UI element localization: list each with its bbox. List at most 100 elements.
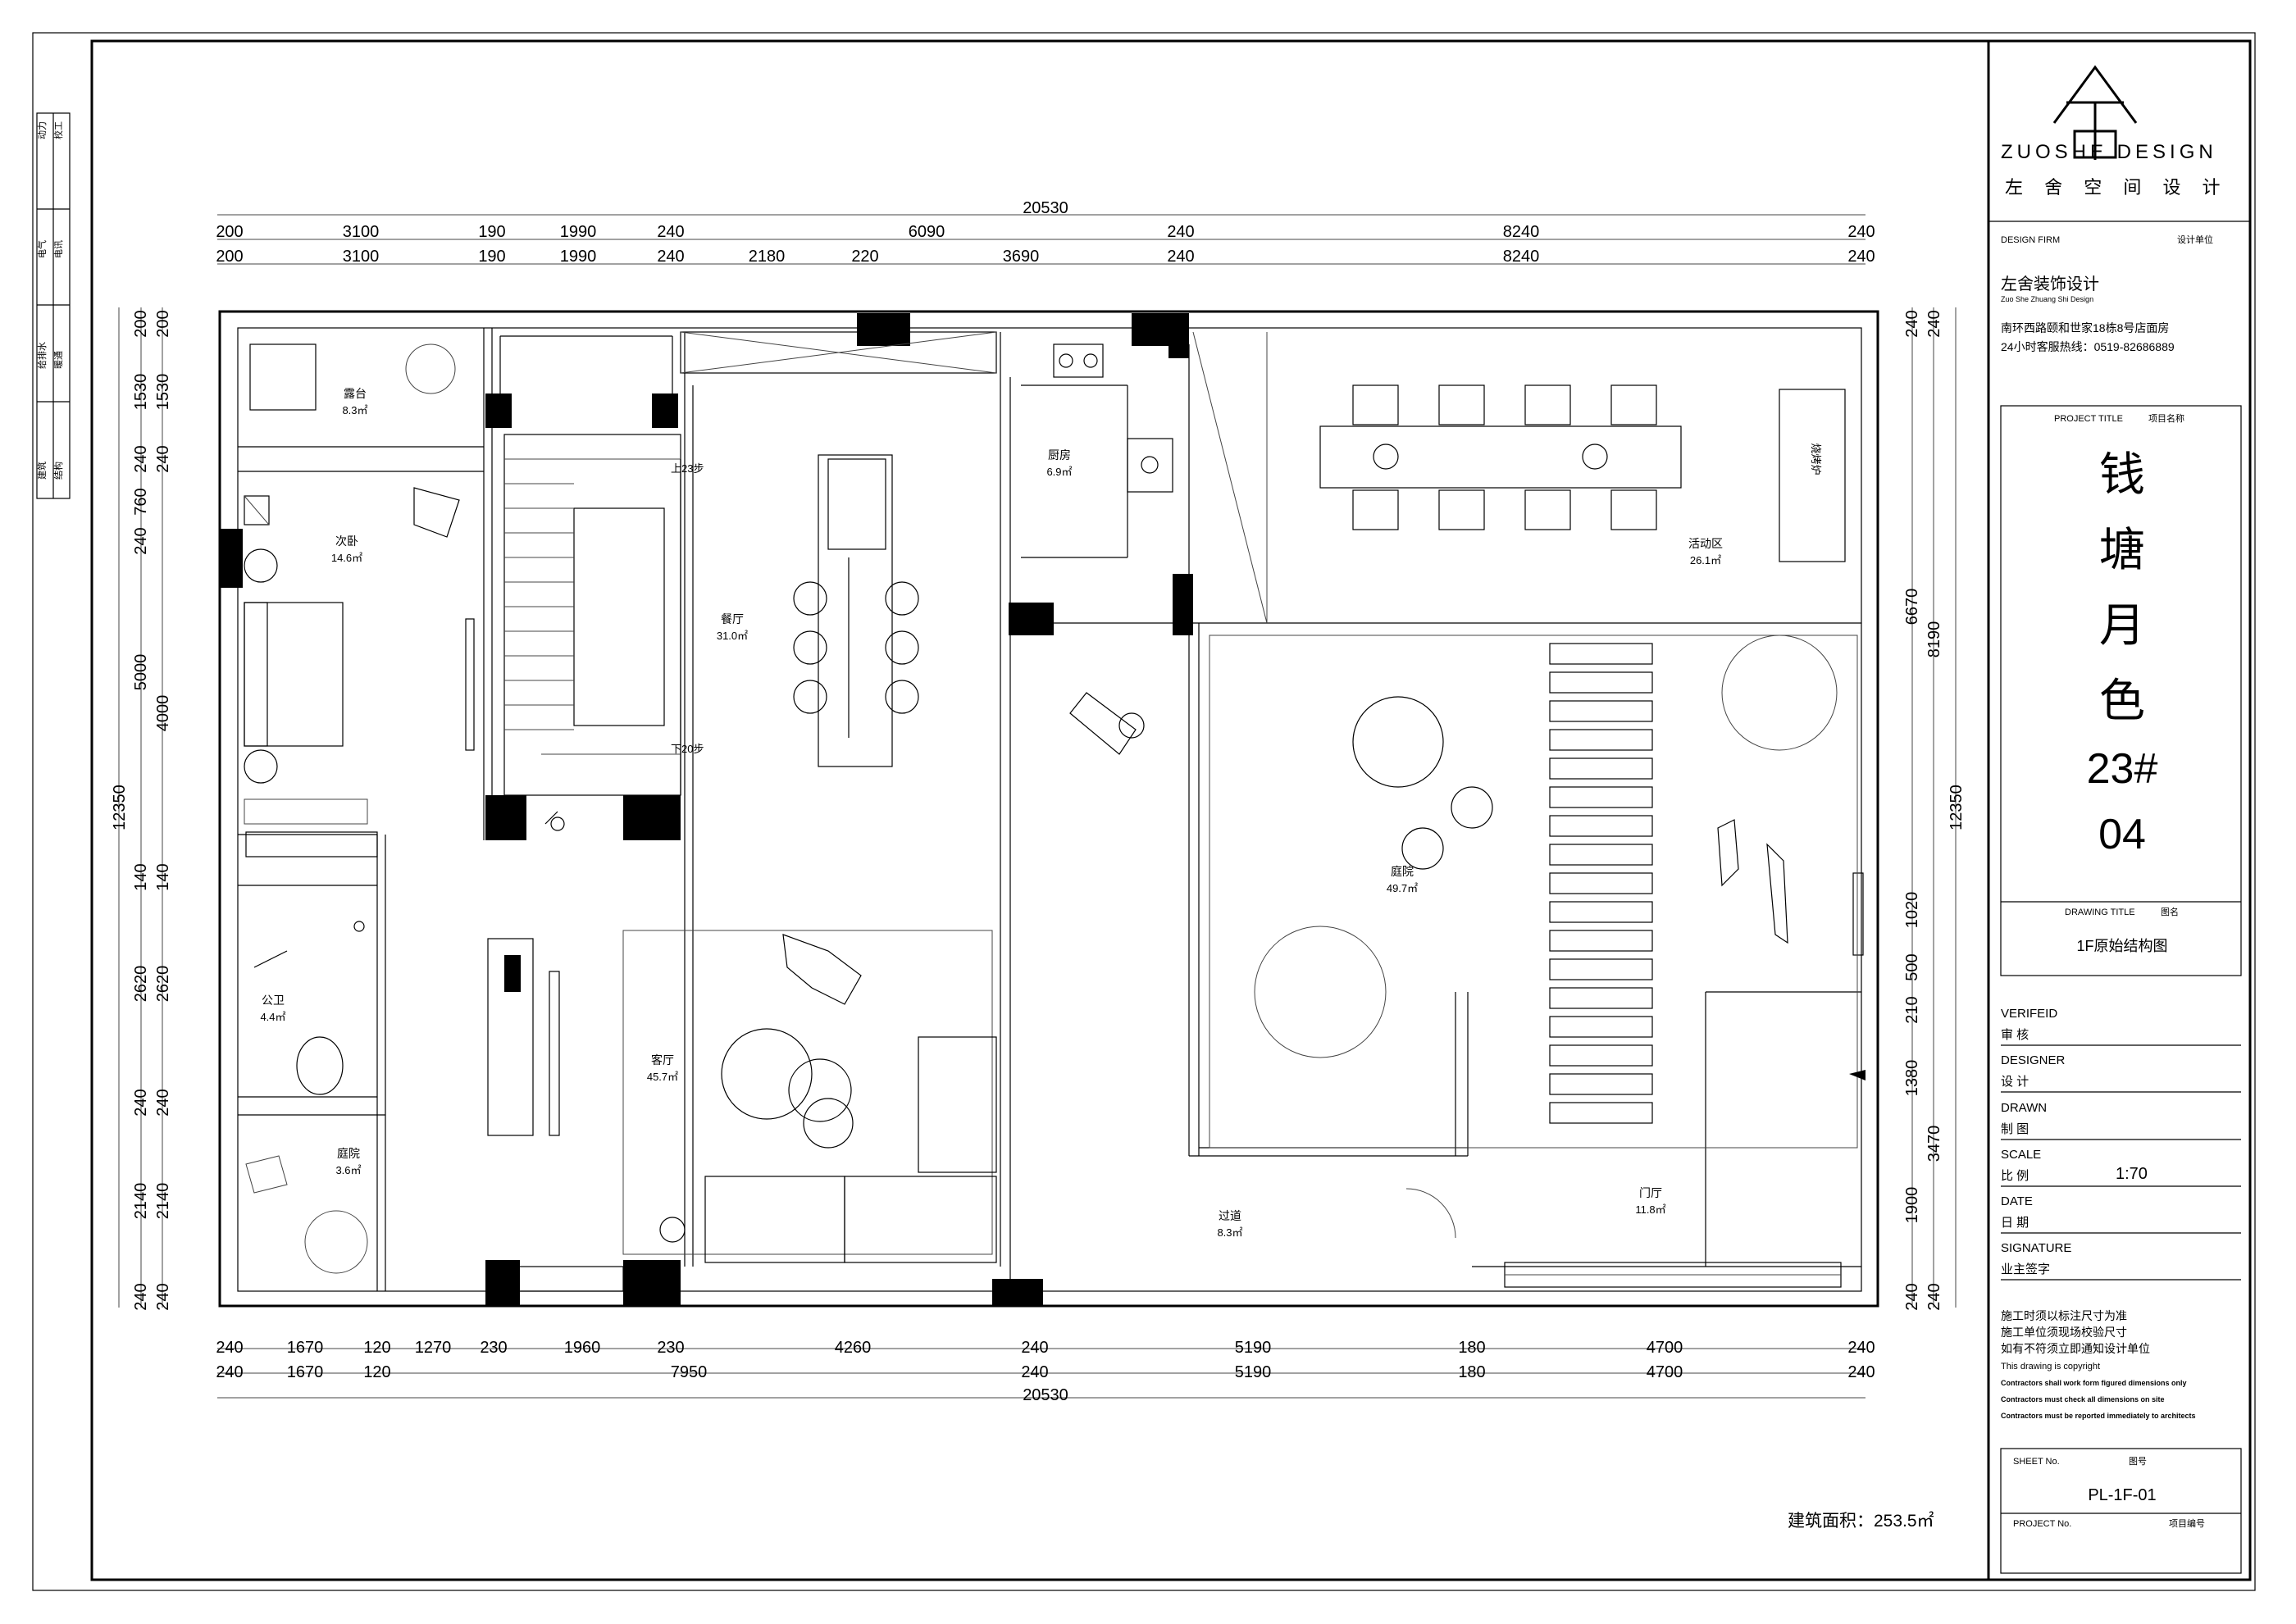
project-title-label: PROJECT TITLE [2054,414,2123,424]
room-area-second-bedroom: 14.6㎡ [331,552,362,564]
building-area: 建筑面积：253.5㎡ [1788,1511,1934,1531]
dim-bottom: 240 [1021,1339,1048,1357]
dim-bottom: 5190 [1235,1363,1272,1381]
dim-top: 3690 [1003,248,1040,266]
bbq-label: 烧烤炉 [1810,443,1822,475]
dim-bottom: 5190 [1235,1339,1272,1357]
dim-left: 1530 [132,374,150,411]
dim-bottom: 1960 [564,1339,601,1357]
dim-bottom: 180 [1458,1339,1485,1357]
dim-right: 6670 [1903,589,1921,625]
drawing-title-label: DRAWING TITLE [2065,908,2135,917]
note-line: Contractors must check all dimensions on… [2001,1395,2165,1403]
logo-cn: 左 舍 空 间 设 计 [2005,177,2229,198]
dim-left: 140 [132,863,150,890]
dim-top: 1990 [560,223,597,241]
dim-bottom: 1670 [287,1339,324,1357]
side-label: 动力 [37,121,48,139]
room-area-courtyard: 49.7㎡ [1387,882,1418,894]
firm-hotline: 24小时客服热线：0519-82686889 [2001,340,2175,353]
project-title-char: 塘 [2099,524,2145,575]
dim-bottom: 240 [216,1363,243,1381]
dim-left: 200 [132,310,150,337]
dim-bottom: 180 [1458,1363,1485,1381]
designer-label-cn: 设 计 [2001,1075,2029,1089]
dim-right: 8190 [1925,621,1943,658]
dim-top-total: 20530 [1023,199,1068,217]
sheet-no-label-cn: 图号 [2129,1456,2147,1467]
signature-label-cn: 业主签字 [2001,1262,2050,1276]
scale-value: 1:70 [2116,1165,2148,1183]
design-firm-label: DESIGN FIRM [2001,235,2060,245]
note-line: 施工时须以标注尺寸为准 [2001,1309,2127,1322]
dim-bottom: 1270 [415,1339,452,1357]
drawing-frame [90,39,2252,1581]
dim-left: 4000 [154,695,172,732]
small-courtyard-planting [245,1155,368,1274]
room-area-activity: 26.1㎡ [1690,554,1721,566]
dim-left: 2140 [132,1183,150,1220]
dim-left: 760 [132,488,150,515]
stair-up-label: 上23步 [671,462,704,475]
room-label-living: 客厅 [651,1053,674,1067]
room-label-activity: 活动区 [1688,537,1723,550]
note-line: Contractors shall work form figured dime… [2001,1379,2187,1387]
dimension-texts: 20530 200 3100 190 1990 240 6090 240 824… [111,199,1966,1404]
dim-top: 190 [478,248,505,266]
dim-top: 200 [216,248,243,266]
logo-brand: ZUOSHE DESIGN [2001,141,2217,163]
note-line: This drawing is copyright [2001,1362,2100,1372]
room-label-second-bedroom: 次卧 [335,535,358,548]
dim-bottom: 240 [1847,1339,1875,1357]
dim-left: 240 [154,445,172,472]
dim-right: 1900 [1903,1187,1921,1224]
dim-right: 240 [1903,310,1921,337]
dim-top: 2180 [749,248,786,266]
dim-bottom: 4700 [1647,1363,1683,1381]
dim-left: 200 [154,310,172,337]
room-label-bathroom: 公卫 [262,994,285,1007]
dim-bottom: 7950 [671,1363,708,1381]
side-label: 电气 [36,240,48,258]
dim-top: 8240 [1503,223,1540,241]
room-area-corridor: 8.3㎡ [1217,1226,1242,1239]
dim-top: 8240 [1503,248,1540,266]
project-title-char: 钱 [2099,448,2145,500]
dim-bottom: 230 [480,1339,507,1357]
dim-right: 1380 [1903,1060,1921,1097]
room-label-terrace: 露台 [344,387,367,400]
sheet-no-value: PL-1F-01 [2088,1486,2156,1504]
room-area-bathroom: 4.4㎡ [260,1011,285,1023]
room-area-foyer: 11.8㎡ [1635,1203,1665,1216]
note-line: 施工单位须现场校验尺寸 [2001,1326,2127,1339]
dim-top: 200 [216,223,243,241]
side-label: 校工 [52,121,64,139]
dim-left: 140 [154,863,172,890]
dim-left-total: 12350 [111,785,129,830]
dim-right: 240 [1903,1283,1921,1310]
project-title-char: 23# [2087,745,2158,793]
bathroom-fixtures [253,921,365,1095]
designer-label: DESIGNER [2001,1053,2066,1067]
dim-top: 220 [851,248,878,266]
dim-right: 3470 [1925,1126,1943,1162]
dim-bottom: 120 [363,1363,390,1381]
dimension-lines [118,214,1957,1399]
dim-right: 210 [1903,996,1921,1023]
signature-label: SIGNATURE [2001,1241,2071,1255]
firm-name: 左舍装饰设计 [2001,275,2099,293]
dim-bottom: 120 [363,1339,390,1357]
scale-label-cn: 比 例 [2001,1169,2029,1183]
dim-left: 240 [132,1089,150,1116]
dim-top: 3100 [343,223,380,241]
dim-bottom: 240 [1847,1363,1875,1381]
dim-top: 240 [1847,223,1875,241]
room-label-small-courtyard: 庭院 [337,1147,360,1160]
room-area-small-courtyard: 3.6㎡ [335,1164,361,1176]
dim-left: 240 [132,527,150,554]
bedroom-furniture [244,343,475,825]
logo: 左舍 ZUOSHE DESIGN 左 舍 空 间 设 计 [2001,65,2229,198]
drawn-label: DRAWN [2001,1101,2047,1115]
dim-left: 240 [132,445,150,472]
